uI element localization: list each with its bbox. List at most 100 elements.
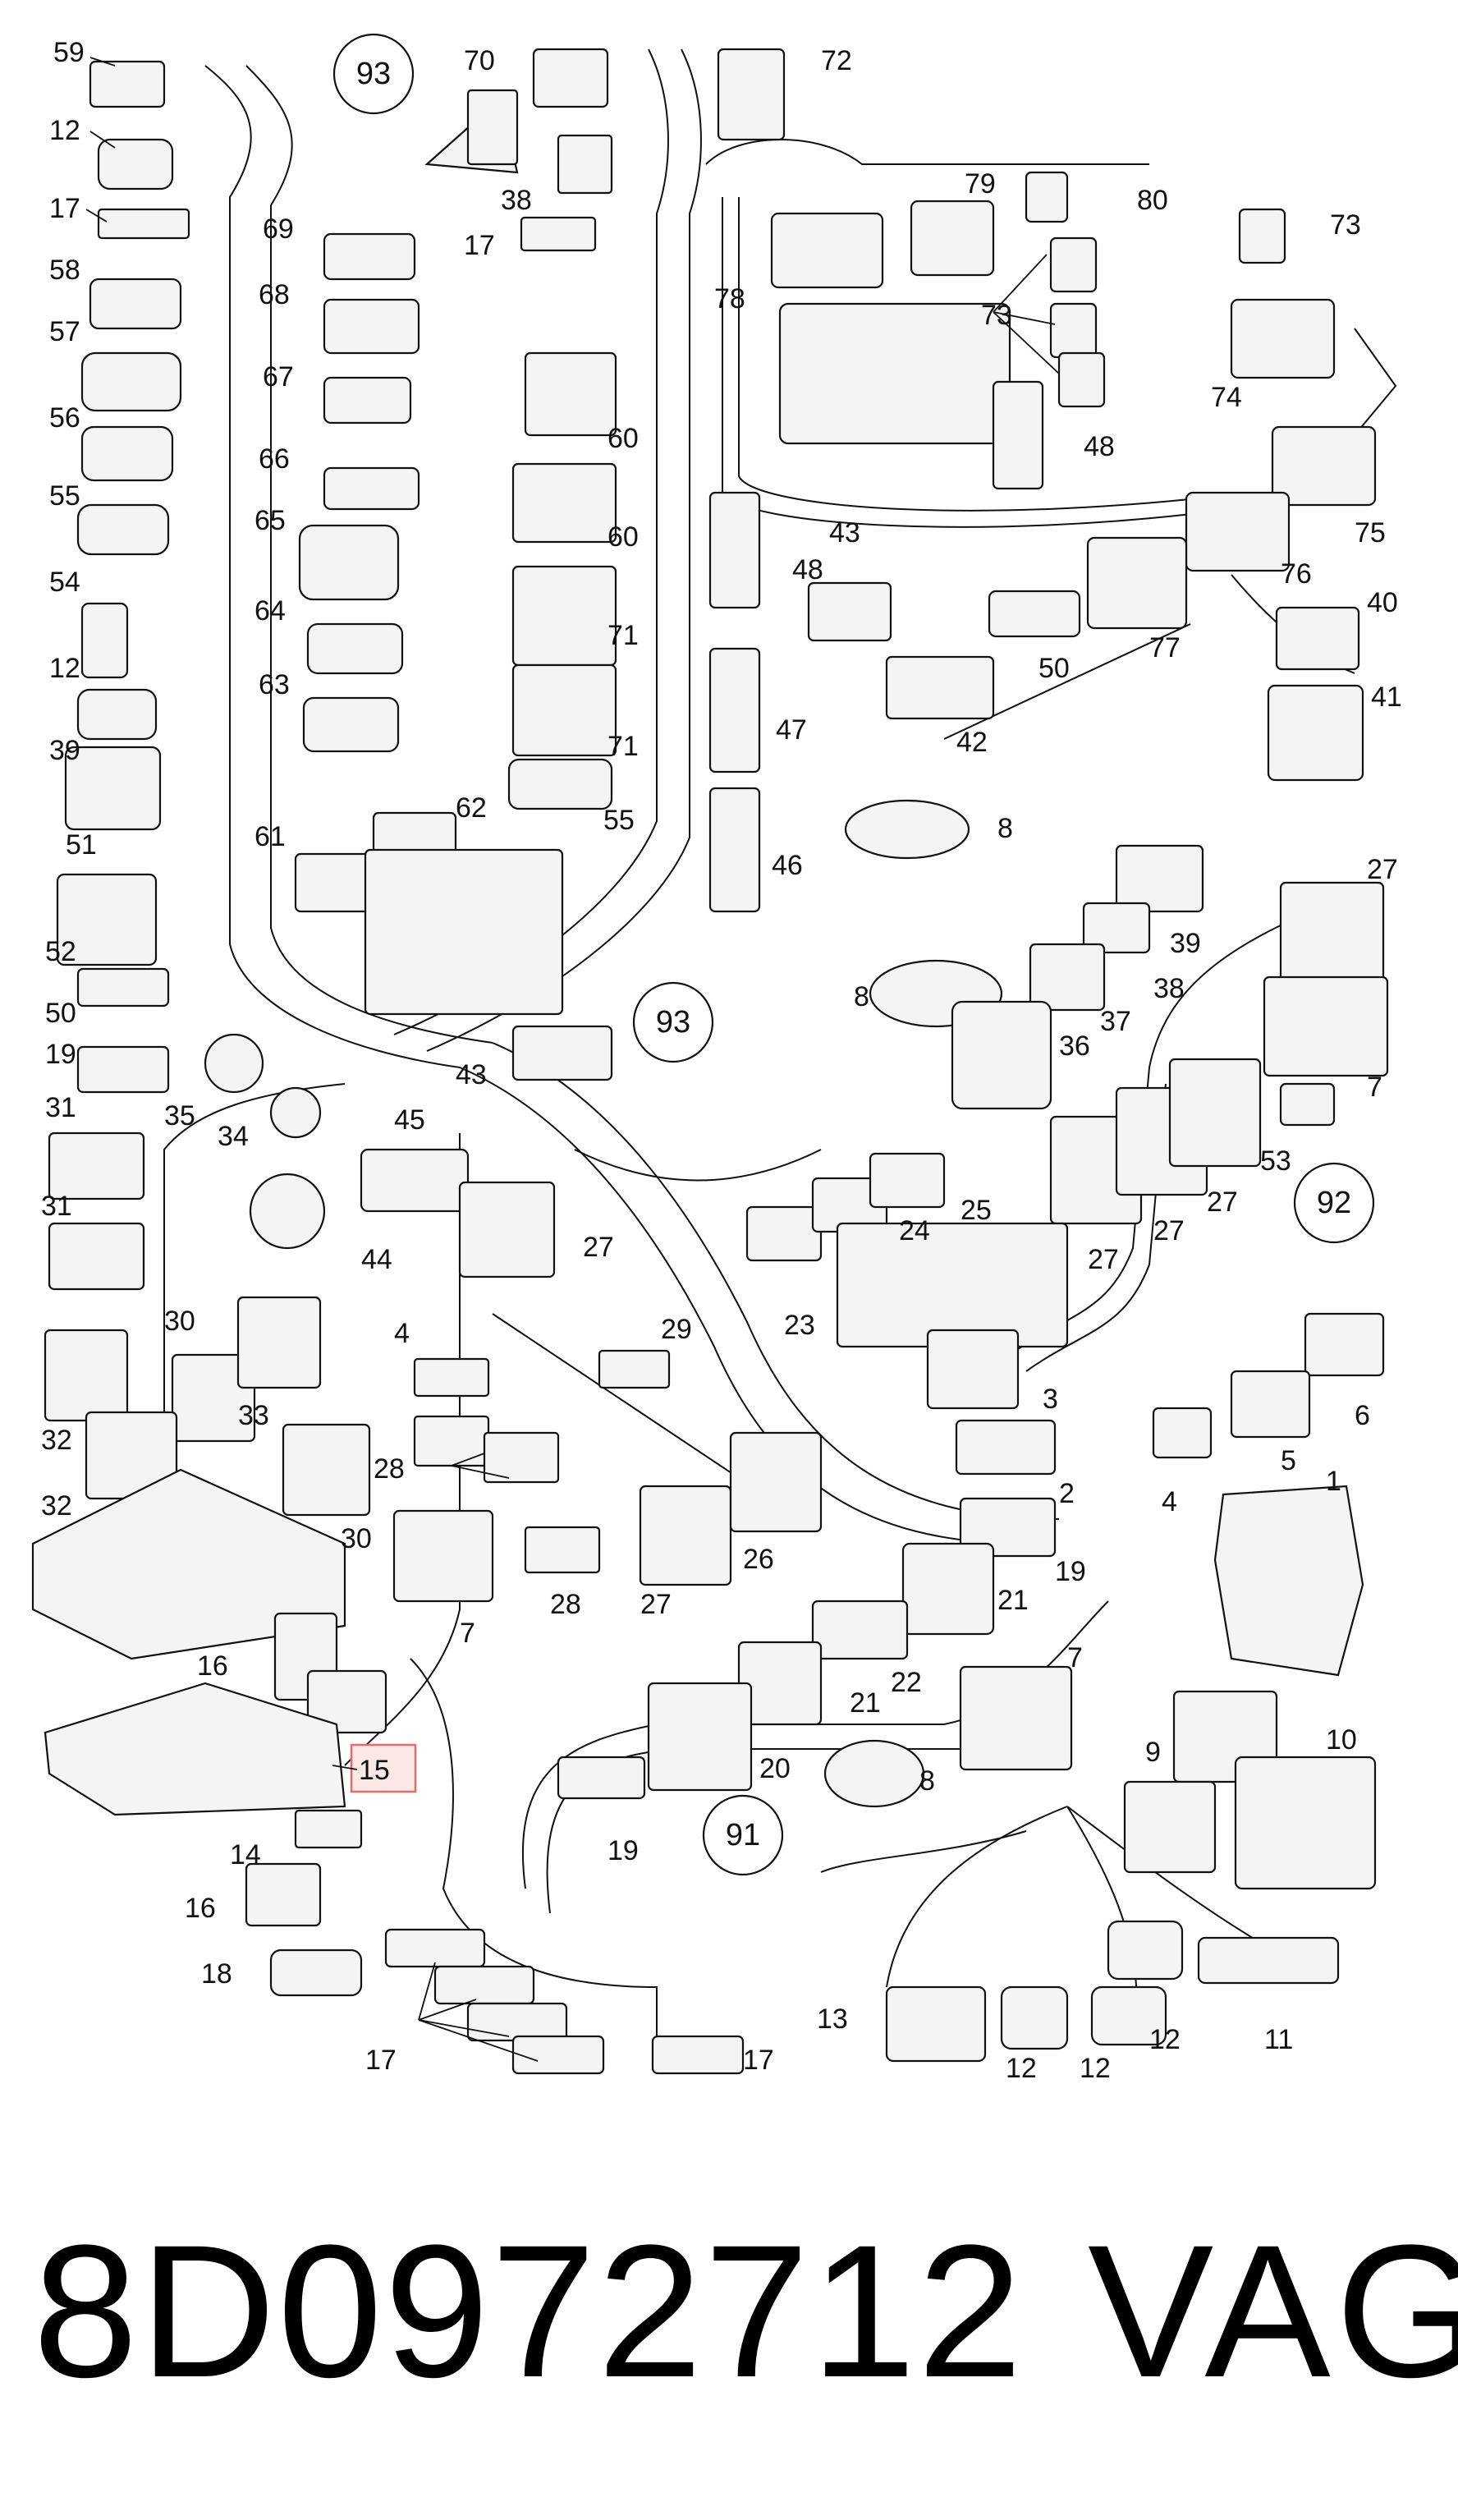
callout-2: 2 [1059,1478,1075,1509]
callout-7: 7 [1367,1072,1382,1103]
connector-parts [31,48,1389,2075]
callout-17: 17 [743,2045,774,2076]
callout-8: 8 [997,813,1013,844]
callout-4: 4 [1162,1486,1177,1517]
callout-57: 57 [49,316,80,347]
circle-refs: 93 93 92 91 [332,33,1375,1876]
callout-17: 17 [464,230,495,261]
callout-23: 23 [784,1310,815,1341]
callout-68: 68 [259,279,290,310]
callout-38: 38 [501,185,532,216]
circle-ref-93b: 93 [656,1005,690,1040]
callout-36: 36 [1059,1030,1090,1062]
callout-17: 17 [49,193,80,224]
callout-27: 27 [640,1589,672,1620]
callout-1: 1 [1326,1466,1341,1497]
callout-73: 73 [1330,209,1361,241]
callout-66: 66 [259,443,290,475]
callout-19: 19 [1055,1556,1086,1587]
callout-39: 39 [49,735,80,766]
callout-55: 55 [49,480,80,512]
callout-20: 20 [759,1753,791,1784]
callout-33: 33 [238,1400,269,1431]
callout-27: 27 [1153,1215,1185,1246]
callout-4: 4 [394,1318,410,1349]
callout-labels: 59 12 17 58 57 56 55 54 12 39 51 52 50 1… [41,37,1402,2084]
highlight-box [350,1743,417,1793]
callout-35: 35 [164,1100,195,1131]
callout-27: 27 [583,1232,614,1263]
callout-5: 5 [1281,1445,1296,1476]
callout-38: 38 [1153,973,1185,1004]
callout-72: 72 [821,45,852,76]
circle-ref-92: 92 [1317,1186,1351,1220]
callout-15: 15 [359,1755,390,1786]
circle-ref-91: 91 [726,1818,760,1852]
callout-50: 50 [1038,653,1070,684]
callout-12: 12 [1149,2024,1181,2055]
callout-11: 11 [1264,2024,1293,2055]
callout-19: 19 [45,1039,76,1070]
callout-48: 48 [792,554,823,585]
callout-34: 34 [218,1121,249,1152]
callout-12: 12 [1080,2053,1111,2084]
callout-60: 60 [608,423,639,454]
callout-28: 28 [550,1589,581,1620]
callout-27: 27 [1207,1187,1238,1218]
callout-53: 53 [1260,1145,1291,1177]
callout-3: 3 [1043,1384,1058,1415]
callout-43: 43 [829,517,860,549]
footer: 8D0972712 VAG [0,2217,1458,2463]
callout-64: 64 [254,595,286,627]
callout-6: 6 [1355,1400,1370,1431]
callout-60: 60 [608,521,639,553]
callout-44: 44 [361,1244,392,1275]
callout-75: 75 [1355,517,1386,549]
part-number: 8D0972712 [33,2206,1025,2417]
callout-37: 37 [1100,1006,1131,1037]
callout-14: 14 [230,1839,261,1870]
callout-13: 13 [817,2004,848,2035]
callout-73: 73 [981,300,1012,331]
callout-39: 39 [1170,928,1201,959]
callout-29: 29 [661,1314,692,1345]
callout-71: 71 [608,731,639,762]
circle-ref-93a: 93 [356,57,391,91]
callout-77: 77 [1149,632,1181,663]
callout-17: 17 [365,2045,397,2076]
callout-27: 27 [1367,854,1398,885]
callout-8: 8 [854,981,869,1012]
callout-21: 21 [850,1687,881,1719]
callout-8: 8 [919,1765,935,1797]
callout-25: 25 [961,1195,992,1226]
callout-26: 26 [743,1544,774,1575]
callout-21: 21 [997,1585,1029,1616]
callout-32: 32 [41,1425,72,1456]
callout-18: 18 [201,1958,232,1990]
callout-52: 52 [45,936,76,967]
callout-43: 43 [456,1059,487,1090]
callout-22: 22 [891,1667,922,1698]
wiring-harness-diagram: 93 93 92 91 59 12 17 58 57 56 55 54 12 3… [31,33,1402,2084]
brand-name: VAG [1088,2206,1458,2417]
callout-80: 80 [1137,185,1168,216]
callout-31: 31 [41,1191,72,1222]
callout-56: 56 [49,402,80,434]
callout-31: 31 [45,1092,76,1123]
callout-30: 30 [341,1523,372,1554]
callout-12: 12 [49,115,80,146]
callout-27: 27 [1088,1244,1119,1275]
callout-59: 59 [53,37,85,68]
callout-16: 16 [197,1650,228,1682]
leader-lines [85,57,1060,2062]
callout-12: 12 [49,653,80,684]
callout-74: 74 [1211,382,1242,413]
callout-69: 69 [263,213,294,245]
callout-7: 7 [460,1618,475,1649]
callout-54: 54 [49,567,80,598]
callout-62: 62 [456,792,487,824]
callout-61: 61 [254,821,286,852]
callout-65: 65 [254,505,286,536]
callout-47: 47 [776,714,807,746]
callout-50: 50 [45,998,76,1029]
